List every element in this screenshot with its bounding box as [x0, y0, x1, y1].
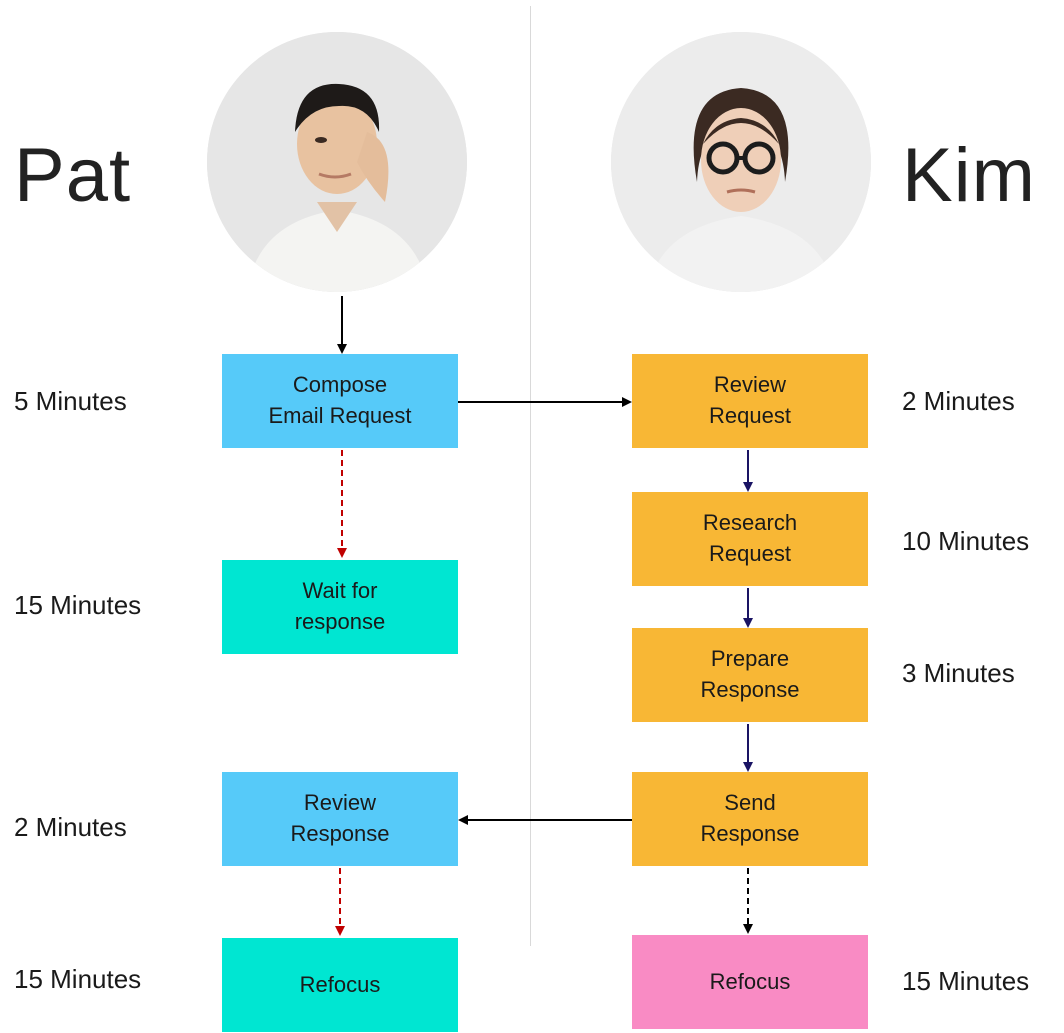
pat-time-refocus: 15 Minutes [14, 964, 142, 994]
pat-step-refocus-label: Refocus [299, 971, 381, 997]
pat-step-review-label: Review Response [290, 790, 390, 846]
pat-step-compose-label: Compose Email Request [268, 372, 412, 428]
kim-time-research: 10 Minutes [902, 526, 1030, 556]
kim-step-review-label: Review Request [709, 372, 791, 428]
kim-step-prepare-label: Prepare Response [700, 646, 800, 702]
person-name-kim: Kim [902, 133, 1036, 218]
pat-step-wait: Wait for response [222, 560, 458, 654]
kim-avatar [611, 32, 871, 292]
kim-step-review: Review Request [632, 354, 868, 448]
pat-time-compose: 5 Minutes [14, 386, 127, 416]
person-photo-icon [611, 32, 871, 292]
pat-step-wait-label: Wait for response [294, 578, 386, 634]
kim-step-research: Research Request [632, 492, 868, 586]
person-photo-icon [207, 32, 467, 292]
kim-step-send-label: Send Response [700, 790, 800, 846]
pat-avatar [207, 32, 467, 292]
kim-time-refocus: 15 Minutes [902, 966, 1030, 996]
pat-time-wait: 15 Minutes [14, 590, 142, 620]
kim-time-review: 2 Minutes [902, 386, 1015, 416]
pat-time-review: 2 Minutes [14, 812, 127, 842]
kim-step-refocus: Refocus [632, 935, 868, 1029]
person-name-pat: Pat [14, 133, 132, 218]
kim-step-send: Send Response [632, 772, 868, 866]
pat-step-compose: Compose Email Request [222, 354, 458, 448]
pat-step-refocus: Refocus [222, 938, 458, 1032]
kim-step-refocus-label: Refocus [709, 968, 791, 994]
pat-step-review: Review Response [222, 772, 458, 866]
center-divider [530, 6, 531, 946]
kim-step-prepare: Prepare Response [632, 628, 868, 722]
kim-time-prepare: 3 Minutes [902, 658, 1015, 688]
kim-step-research-label: Research Request [702, 510, 798, 566]
